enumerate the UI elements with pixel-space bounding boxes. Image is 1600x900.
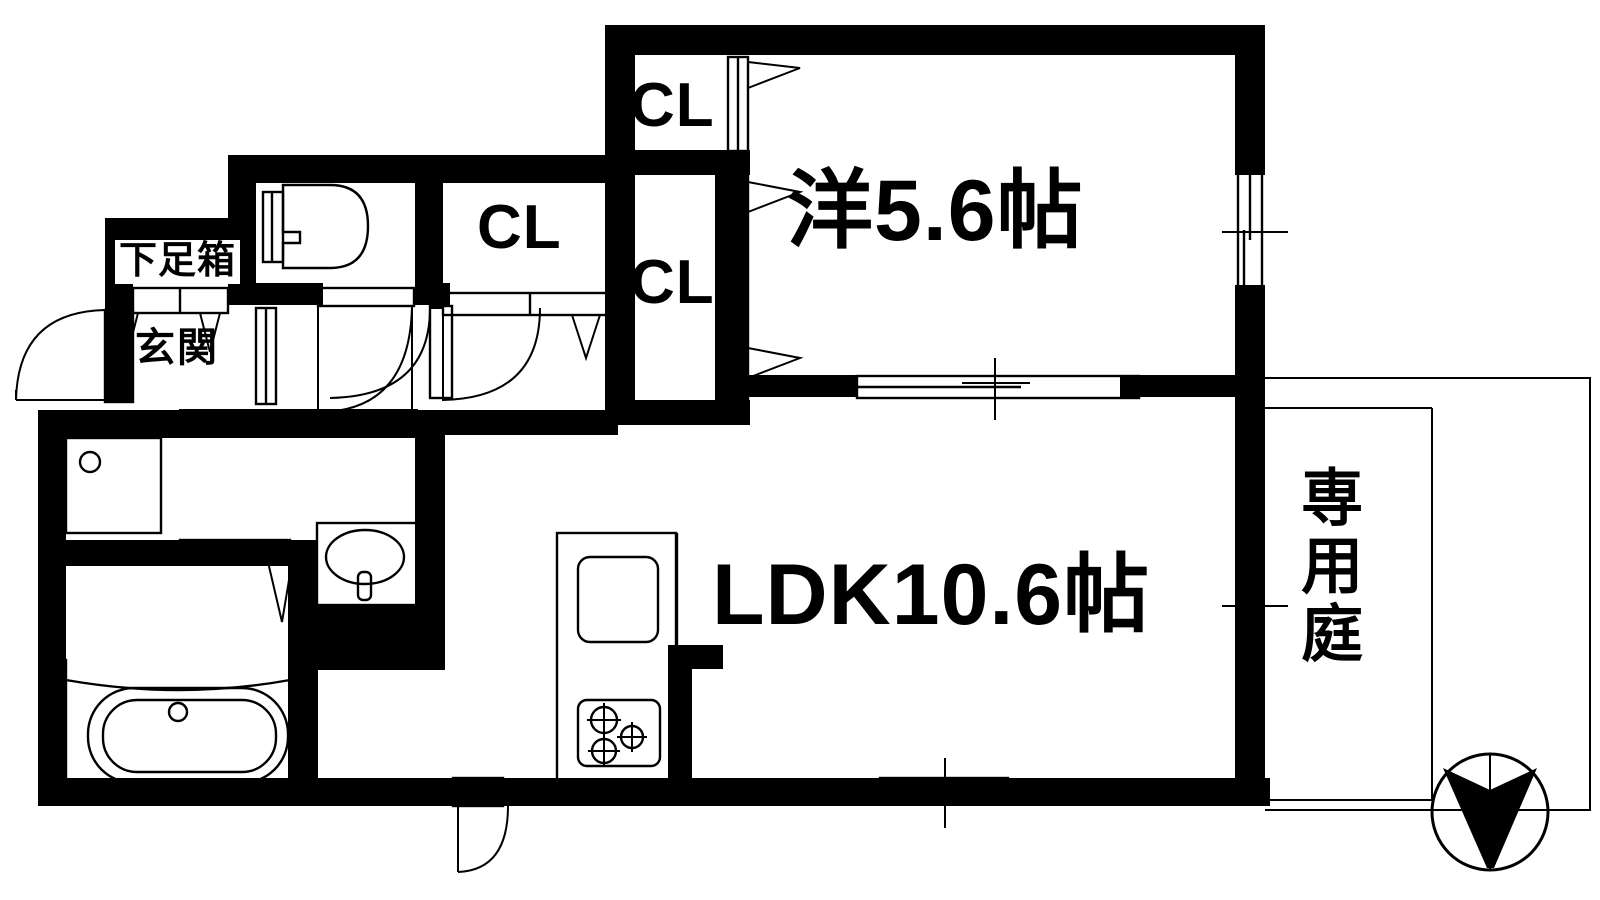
wall-cl2-bottom: [415, 283, 450, 305]
wall-kitchen-block: [310, 640, 445, 670]
wall-toilet-right: [415, 155, 443, 295]
bathtub-icon: [65, 678, 291, 785]
washbasin-icon: [315, 521, 419, 607]
wall-bedroom-bottom-left: [747, 375, 857, 397]
wall-cl3-bottom: [605, 400, 750, 425]
private-garden-label: 専用庭: [1291, 465, 1361, 669]
cl-mid-label: CL: [477, 193, 562, 262]
wall-ldk-top-left: [443, 410, 618, 435]
wall-bath-top: [38, 410, 418, 438]
wall-bedroom-right: [1235, 25, 1265, 175]
wall-cl-column-right: [715, 150, 747, 425]
bedroom-label: 洋5.6帖: [787, 163, 1084, 259]
getabako-label: 下足箱: [115, 240, 241, 284]
wall-washroom-divider: [38, 540, 300, 566]
cl-bottom-label: CL: [630, 248, 715, 317]
toilet-icon: [261, 183, 370, 270]
wall-kitchen-block-2: [310, 605, 445, 645]
wall-bedroom-bottom-right: [1120, 375, 1238, 397]
cl-top-label: CL: [630, 71, 715, 140]
wall-bath-bottom: [38, 778, 453, 806]
ldk-label: LDK10.6帖: [712, 547, 1151, 643]
washing-machine-space-icon: [64, 436, 163, 535]
wall-main-bottom: [440, 778, 1270, 806]
toilet-door-icon: [316, 286, 416, 413]
wall-bedroom-top: [605, 25, 1265, 55]
wall-cl1-bottom: [605, 150, 750, 175]
hall-door-icon: [254, 304, 454, 406]
compass-rose-icon: [1430, 752, 1550, 872]
gas-burner-icons: [587, 703, 647, 767]
genkan-label: 玄関: [135, 326, 219, 370]
cl-top-sliding-door-icon: [726, 55, 801, 153]
washroom-door-icon: [442, 307, 541, 402]
kitchen-unit-icon: [555, 531, 679, 793]
wall-bedroom-right-2: [1235, 285, 1265, 785]
wall-kitchen-stub-2: [668, 645, 723, 669]
wall-cl-column-left: [605, 25, 635, 425]
cl-mid-sliding-door-icon: [441, 291, 623, 362]
bedroom-east-window-icon: [1222, 170, 1288, 290]
